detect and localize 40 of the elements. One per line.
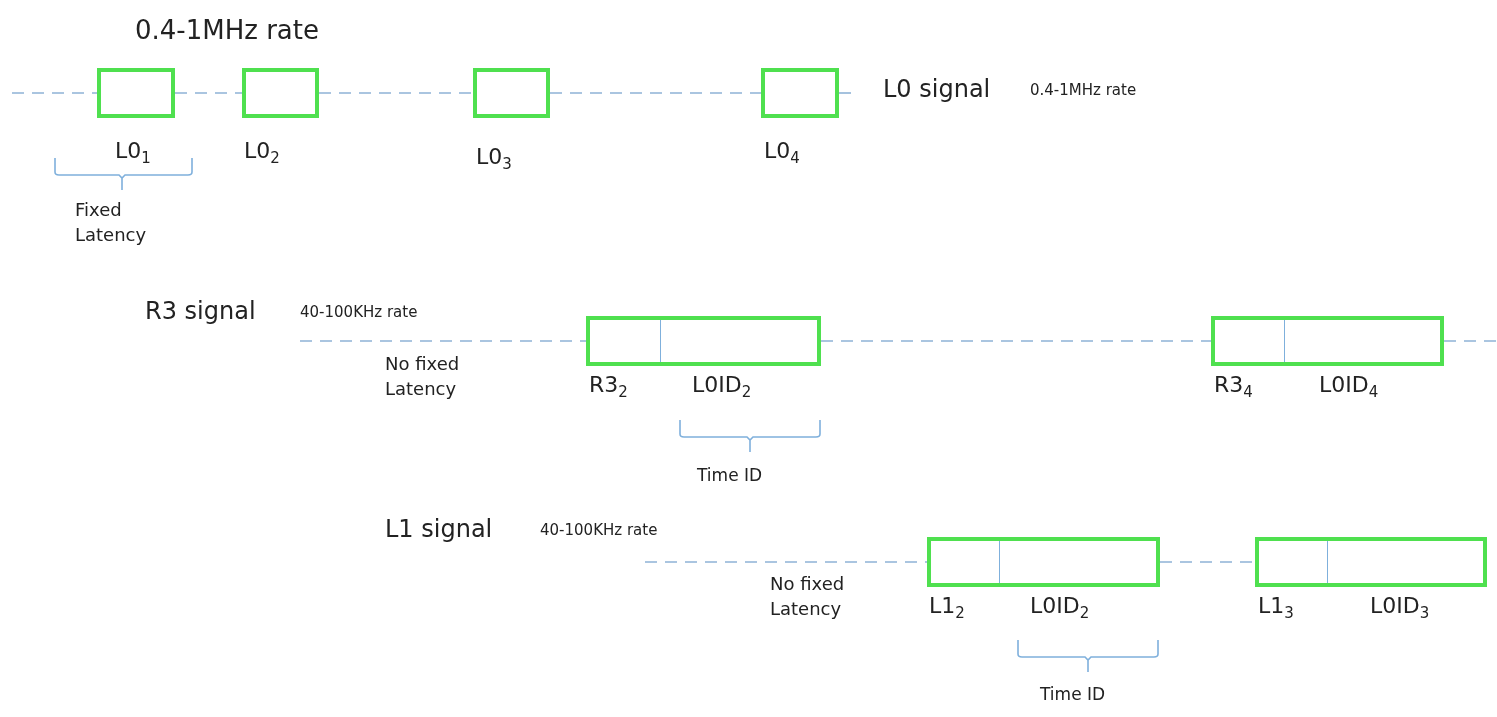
signal-label: L1$_{3}$ xyxy=(1258,593,1294,618)
annotation-text: 40-100KHz rate xyxy=(300,302,418,323)
dashed-signal-line xyxy=(820,340,1212,342)
signal-label: L0ID$_{3}$ xyxy=(1370,593,1430,618)
annotation-text: R3 signal xyxy=(145,296,256,327)
signal-label: L0ID$_{2}$ xyxy=(1030,593,1090,618)
dashed-signal-line xyxy=(11,92,98,94)
annotation-text: 0.4-1MHz rate xyxy=(1030,80,1137,101)
annotation-text: No fixed Latency xyxy=(770,572,846,622)
annotation-text: L0 signal xyxy=(883,74,991,105)
annotation-text: Time ID xyxy=(1040,683,1106,706)
dashed-signal-line xyxy=(299,340,587,342)
signal-label: R3$_{2}$ xyxy=(589,372,628,397)
signal-box xyxy=(1255,537,1487,587)
annotation-text: 0.4-1MHz rate xyxy=(135,14,319,47)
annotation-text: Time ID xyxy=(697,464,763,487)
signal-box xyxy=(242,68,319,118)
dashed-signal-line xyxy=(549,92,762,94)
signal-label: L0$_{1}$ xyxy=(115,138,151,163)
signal-label: L0$_{2}$ xyxy=(244,138,280,163)
dashed-signal-line xyxy=(1443,340,1497,342)
signal-box xyxy=(1211,316,1444,366)
signal-box xyxy=(586,316,821,366)
dashed-signal-line xyxy=(644,561,928,563)
signal-label: L0ID$_{2}$ xyxy=(692,372,752,397)
signal-box xyxy=(473,68,550,118)
annotation-text: No fixed Latency xyxy=(385,352,461,402)
dashed-signal-line xyxy=(318,92,474,94)
annotation-text: 40-100KHz rate xyxy=(540,520,658,541)
signal-label: L0$_{4}$ xyxy=(764,138,800,163)
annotation-text: Fixed Latency xyxy=(75,198,148,248)
signal-label: R3$_{4}$ xyxy=(1214,372,1253,397)
signal-label: L0$_{3}$ xyxy=(476,144,512,169)
signal-box xyxy=(761,68,839,118)
signal-box xyxy=(927,537,1160,587)
signal-label: L0ID$_{4}$ xyxy=(1319,372,1379,397)
signal-box xyxy=(97,68,175,118)
dashed-signal-line xyxy=(174,92,243,94)
annotation-text: L1 signal xyxy=(385,514,493,545)
signal-label: L1$_{2}$ xyxy=(929,593,965,618)
